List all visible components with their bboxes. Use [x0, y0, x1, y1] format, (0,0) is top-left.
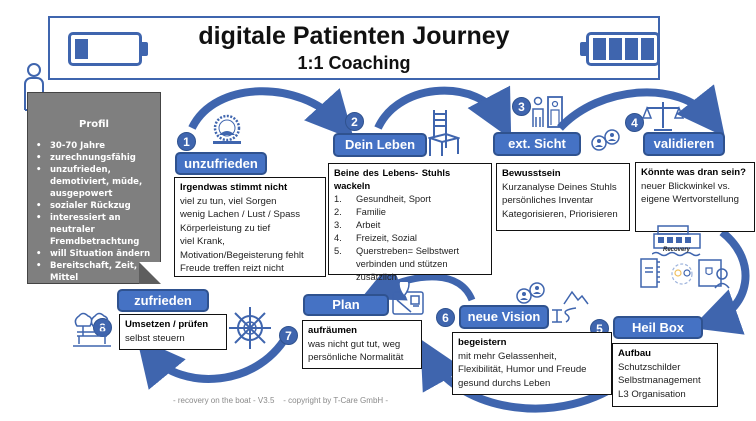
page-title: digitale Patienten Journey [198, 22, 510, 50]
stage-5-box: Aufbau Schutzschilder Selbstmanagement L… [612, 343, 718, 407]
stage-4-line: neuer Blickwinkel vs. [641, 180, 731, 192]
stage-2-button[interactable]: Dein Leben [333, 133, 427, 157]
footer-copyright: - copyright by T-Care GmbH - [283, 396, 389, 405]
exchange-people-icon [591, 129, 620, 151]
stage-8-line: selbst steuern [125, 332, 185, 344]
stage-1-line: Körperleistung zu tief [180, 222, 271, 234]
stage-2-heading: Beine des Lebens- Stuhls wackeln [334, 168, 451, 191]
stage-5-line: Selbstmanagement [618, 375, 701, 386]
stage-1-heading: Irgendwas stimmt nicht [180, 182, 288, 193]
stage-1-line: Motivation/Begeisterung fehlt [180, 249, 304, 261]
profile-item: unzufrieden, demotiviert, müde, ausgepow… [36, 164, 156, 200]
profile-title: Profil [79, 119, 109, 130]
stage-4-heading: Könnte was dran sein? [641, 167, 747, 178]
arrow-7-to-8 [136, 328, 294, 390]
list-item: 3.Arbeit [334, 220, 381, 230]
person-mirror-icon [532, 96, 563, 128]
footer: - recovery on the boat - V3.5 - copyrigh… [173, 396, 388, 405]
stage-3-heading: Bewusstsein [502, 168, 561, 179]
stage-3-box: Bewusstsein Kurzanalyse Deines Stuhls pe… [496, 163, 630, 231]
stage-2-list: 1.Gesundheit, Sport 2.Familie 3.Arbeit 4… [334, 193, 486, 284]
online-support-icon [698, 259, 730, 289]
list-item: 1.Gesundheit, Sport [334, 194, 431, 204]
stage-1-line: viel Krank, [180, 236, 225, 247]
profile-item: Bereitschaft, Zeit, Mittel [36, 260, 156, 284]
stage-4-line: eigene Wertvorstellung [641, 194, 739, 205]
stage-3-button[interactable]: ext. Sicht [493, 132, 581, 156]
stage-7-button[interactable]: Plan [303, 294, 389, 316]
arrow-4-to-5 [691, 228, 750, 335]
hamster-wheel-icon [213, 114, 241, 144]
arrow-1-to-2 [188, 87, 355, 140]
stage-1-button[interactable]: unzufrieden [175, 152, 267, 175]
stage-7-badge: 7 [279, 326, 298, 345]
chair-icon [428, 110, 460, 156]
stage-7-box: aufräumen was nicht gut tut, weg persönl… [302, 320, 422, 369]
stage-6-line: gesund durchs Leben [458, 377, 551, 389]
stage-1-line: wenig Lachen / Lust / Spass [180, 209, 300, 220]
stage-5-button[interactable]: Heil Box [613, 316, 703, 339]
stage-6-button[interactable]: neue Vision [459, 305, 549, 329]
park-bench-icon [73, 312, 111, 347]
stage-6-box: begeistern mit mehr Gelassenheit, Flexib… [452, 332, 612, 395]
stage-6-line: mit mehr Gelassenheit, [458, 350, 557, 362]
stage-4-button[interactable]: validieren [643, 132, 725, 156]
book-icon [640, 258, 660, 288]
stage-4-box: Könnte was dran sein? neuer Blickwinkel … [635, 162, 755, 232]
profile-item: zurechnungsfähig [36, 152, 156, 164]
stage-1-box: Irgendwas stimmt nicht viel zu tun, viel… [174, 177, 326, 277]
stage-2-badge: 2 [345, 112, 364, 131]
stage-2-box: Beine des Lebens- Stuhls wackeln 1.Gesun… [328, 163, 492, 282]
profile-item: 30-70 Jahre [36, 140, 156, 152]
battery-full-icon [580, 32, 660, 66]
stage-7-line: was nicht gut tut, weg [308, 338, 401, 350]
scales-icon [642, 102, 684, 131]
stage-4-badge: 4 [625, 113, 644, 132]
map-icon [392, 282, 424, 315]
exchange-people-icon [516, 282, 545, 304]
stage-3-line: Kurzanalyse Deines Stuhls [502, 181, 617, 193]
recovery-label: Recovery [663, 247, 691, 253]
stage-5-line: L3 Organisation [618, 388, 686, 400]
stage-8-button[interactable]: zufrieden [117, 289, 209, 312]
stage-5-line: Schutzschilder [618, 361, 681, 373]
page-curl-shadow [139, 262, 161, 284]
stage-3-badge: 3 [512, 97, 531, 116]
page-subtitle: 1:1 Coaching [297, 53, 411, 73]
profile-item: interessiert an neutraler Fremdbetrachtu… [36, 212, 156, 248]
stage-8-box: Umsetzen / prüfen selbst steuern [119, 314, 227, 350]
profile-item: sozialer Rückzug [36, 200, 156, 212]
stage-8-heading: Umsetzen / prüfen [125, 319, 209, 330]
stage-5-heading: Aufbau [618, 348, 652, 359]
list-item: 4.Freizeit, Sozial [334, 233, 417, 243]
stage-1-line: viel zu tun, viel Sorgen [180, 195, 277, 207]
stage-6-heading: begeistern [458, 337, 507, 348]
list-item: 2.Familie [334, 207, 386, 217]
stage-7-line: persönliche Normalität [308, 352, 404, 363]
profile-list: 30-70 Jahre zurechnungsfähig unzufrieden… [28, 140, 160, 284]
list-item: 5.Querstreben= Selbstwert verbinden und … [334, 246, 460, 282]
stage-6-badge: 6 [436, 308, 455, 327]
path-mountain-icon [552, 290, 589, 323]
stage-1-line: Freude treffen reizt nicht [180, 263, 284, 274]
stage-3-line: Kategorisieren, Priorisieren [502, 208, 618, 220]
title-banner: digitale Patienten Journey 1:1 Coaching [48, 16, 660, 80]
stage-7-heading: aufräumen [308, 325, 358, 336]
battery-low-icon [68, 32, 148, 66]
profile-item: will Situation ändern [36, 248, 156, 260]
idea-gears-icon [671, 263, 693, 285]
recovery-boat-icon [652, 225, 701, 257]
arrow-2-to-3 [374, 85, 512, 140]
ship-wheel-icon [229, 307, 271, 349]
stage-3-line: persönliches Inventar [502, 195, 594, 206]
profile-card: Profil 30-70 Jahre zurechnungsfähig unzu… [27, 92, 161, 284]
stage-1-badge: 1 [177, 132, 196, 151]
stage-6-line: Flexibilität, Humor und Freude [458, 364, 587, 375]
arrow-3-to-4 [557, 84, 725, 137]
footer-version: - recovery on the boat - V3.5 [173, 396, 275, 405]
arrow-6-to-7 [360, 262, 476, 302]
